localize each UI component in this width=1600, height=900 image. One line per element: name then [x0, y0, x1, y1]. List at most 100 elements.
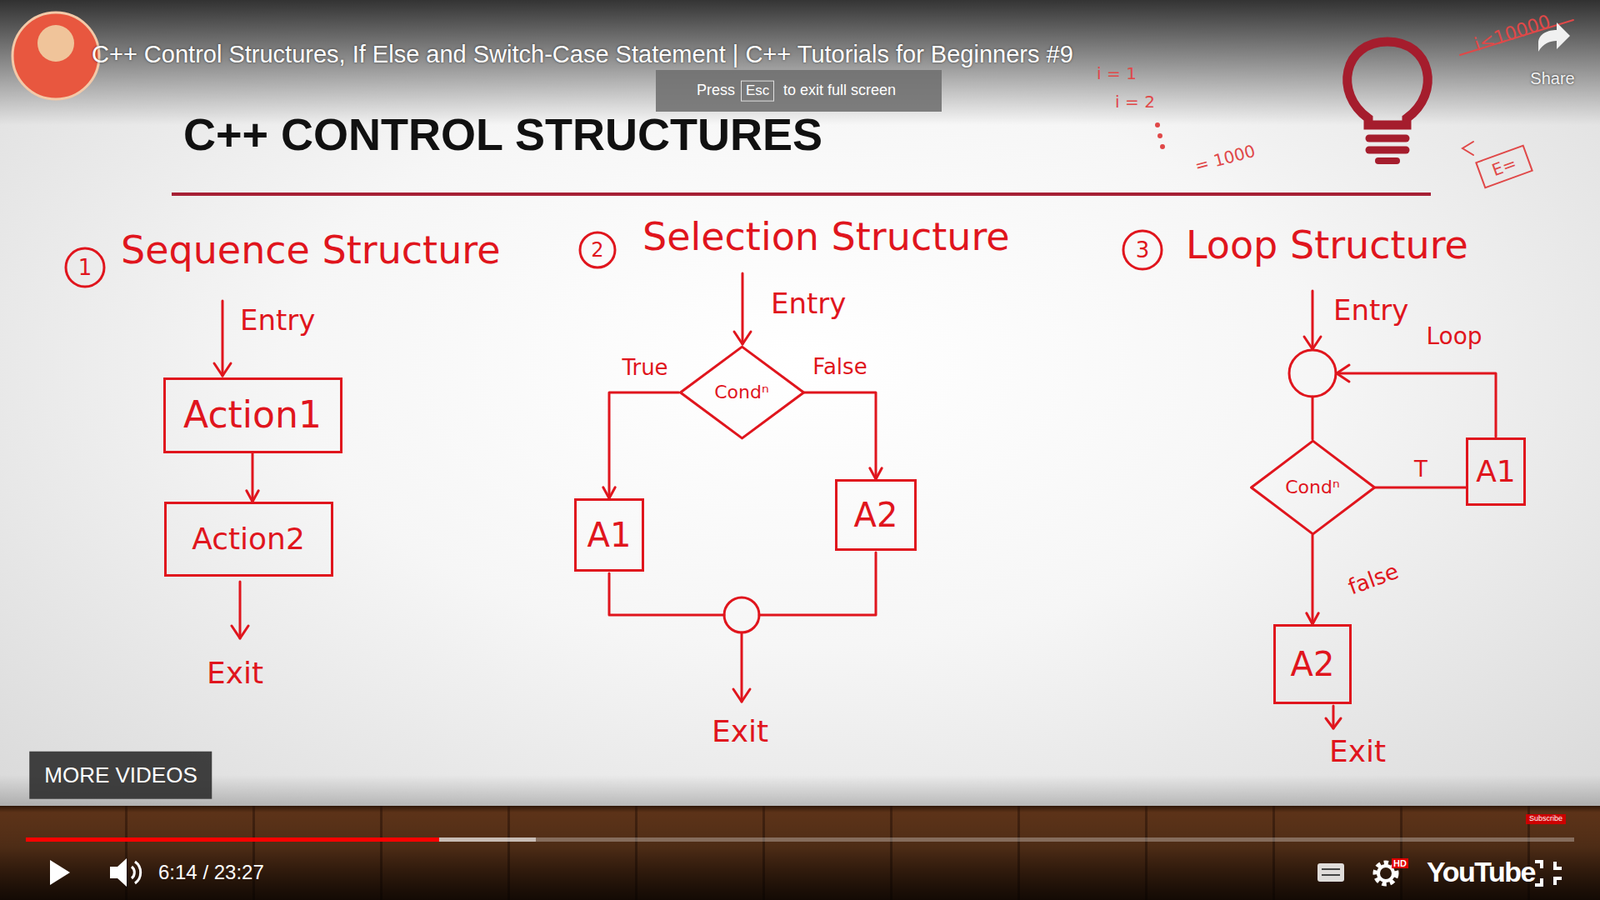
node-text: A2: [854, 496, 899, 534]
more-videos-button: MORE VIDEOS: [29, 751, 212, 800]
edge-label: T: [1414, 457, 1428, 482]
loop-line: [1311, 396, 1315, 440]
exit-label: Exit: [206, 656, 264, 690]
merge-circle: [724, 597, 760, 633]
loop-back-arrow: [1336, 373, 1496, 437]
video-title: C++ Control Structures, If Else and Swit…: [91, 41, 1074, 69]
arrow-head: [734, 331, 751, 345]
decision-diamond: Condⁿ: [1250, 440, 1376, 535]
arrow-head: [246, 490, 259, 502]
progress-bar: [25, 837, 440, 842]
scribble-note: E=: [1489, 154, 1519, 180]
node-text: A1: [587, 516, 632, 554]
connector: [1375, 487, 1467, 489]
bulb-base: [1369, 146, 1406, 155]
hand-drawn-lines: [65, 230, 1496, 729]
exit-label: Exit: [711, 715, 769, 749]
connector-line: [609, 392, 680, 499]
number-circle: [1123, 230, 1162, 270]
arrow-head: [1325, 718, 1341, 729]
subtitles-line: [1321, 874, 1340, 876]
callout-number: 1: [78, 255, 93, 280]
process-box: Action2: [164, 501, 334, 577]
arrow-head: [733, 689, 750, 702]
scribble-note: i = 1: [1096, 64, 1137, 83]
volume-waves: [131, 861, 141, 884]
share-label: Share: [1530, 69, 1575, 88]
tooltip-text: Press: [696, 82, 735, 100]
arrow-head: [231, 625, 249, 639]
arrow-head: [1304, 336, 1321, 350]
node-text: Condⁿ: [714, 382, 770, 403]
connector: [246, 453, 259, 503]
process-box: A1: [1465, 437, 1526, 506]
arrow-head: [1336, 365, 1350, 382]
process-box: A2: [1273, 624, 1352, 705]
edge-label: false: [1345, 559, 1402, 600]
merge-line: [759, 552, 876, 615]
node-text: Action1: [183, 395, 322, 435]
loop-circle: [1289, 350, 1336, 397]
channel-avatar: [12, 12, 100, 100]
process-box: A1: [574, 498, 645, 572]
process-box: A2: [835, 479, 917, 551]
scribble-dot: [1158, 134, 1162, 138]
play-icon: [50, 860, 70, 885]
fullscreen-exit-icon: [1535, 861, 1562, 885]
loop-label: Loop: [1425, 324, 1482, 350]
process-box: Action1: [163, 377, 343, 454]
diamond-shape: [680, 346, 804, 439]
key-label: Esc: [740, 80, 775, 102]
exit-arrow: [239, 581, 242, 639]
scribble-dot: [1155, 123, 1160, 127]
node-text: Action2: [191, 522, 305, 556]
progress-track: [25, 837, 1575, 842]
merge-line: [609, 573, 725, 615]
heading-rule: [171, 192, 1431, 196]
entry-arrow: [741, 273, 745, 345]
scribbles: [1155, 20, 1574, 188]
tooltip-text: to exit full screen: [783, 82, 896, 100]
scribble-note: = 1000: [1192, 141, 1257, 175]
volume-icon: [110, 858, 127, 887]
connector-line: [1375, 486, 1467, 490]
buffer-bar: [25, 837, 536, 842]
entry-label: Entry: [1333, 295, 1409, 326]
scribble-note: i<10000: [1471, 11, 1553, 55]
diamond-shape: [1250, 440, 1375, 535]
subtitles-icon: [1317, 863, 1345, 882]
youtube-logo: YouTube: [1426, 856, 1535, 888]
subtitles-line: [1321, 868, 1340, 870]
subscribe-badge: Subscribe: [1525, 814, 1566, 825]
heading: C++ CONTROL STRUCTURES: [183, 110, 823, 160]
number-circle: [580, 232, 615, 268]
time-display: 6:14 / 23:27: [158, 861, 265, 884]
callout-number: 3: [1135, 238, 1150, 263]
section-heading: Loop Structure: [1185, 224, 1469, 267]
connector: [805, 392, 883, 480]
exit-arrow: [740, 632, 744, 702]
edge-label: False: [812, 355, 867, 380]
scribble-note: i = 2: [1115, 92, 1155, 111]
exit-label: Exit: [1329, 735, 1386, 769]
exit-arrow: [1332, 705, 1335, 729]
decision-diamond: Condⁿ: [679, 345, 805, 440]
entry-label: Entry: [770, 288, 846, 320]
avatar-face: [37, 25, 75, 62]
connector: [1306, 535, 1319, 625]
node-text: Condⁿ: [1285, 477, 1340, 498]
callout-number: 2: [590, 239, 604, 261]
bulb-glass: [1347, 41, 1429, 125]
entry-arrow: [1311, 290, 1315, 350]
lightbulb-icon: [1347, 41, 1429, 161]
arrow-head: [214, 363, 231, 376]
section-heading: Sequence Structure: [120, 229, 501, 272]
hd-badge: HD: [1391, 858, 1409, 869]
edge-label: True: [621, 355, 668, 380]
arrow-head: [603, 487, 615, 499]
scribble-dot: [1160, 145, 1165, 149]
arrow-head: [1306, 613, 1319, 625]
number-circle: [65, 248, 105, 287]
